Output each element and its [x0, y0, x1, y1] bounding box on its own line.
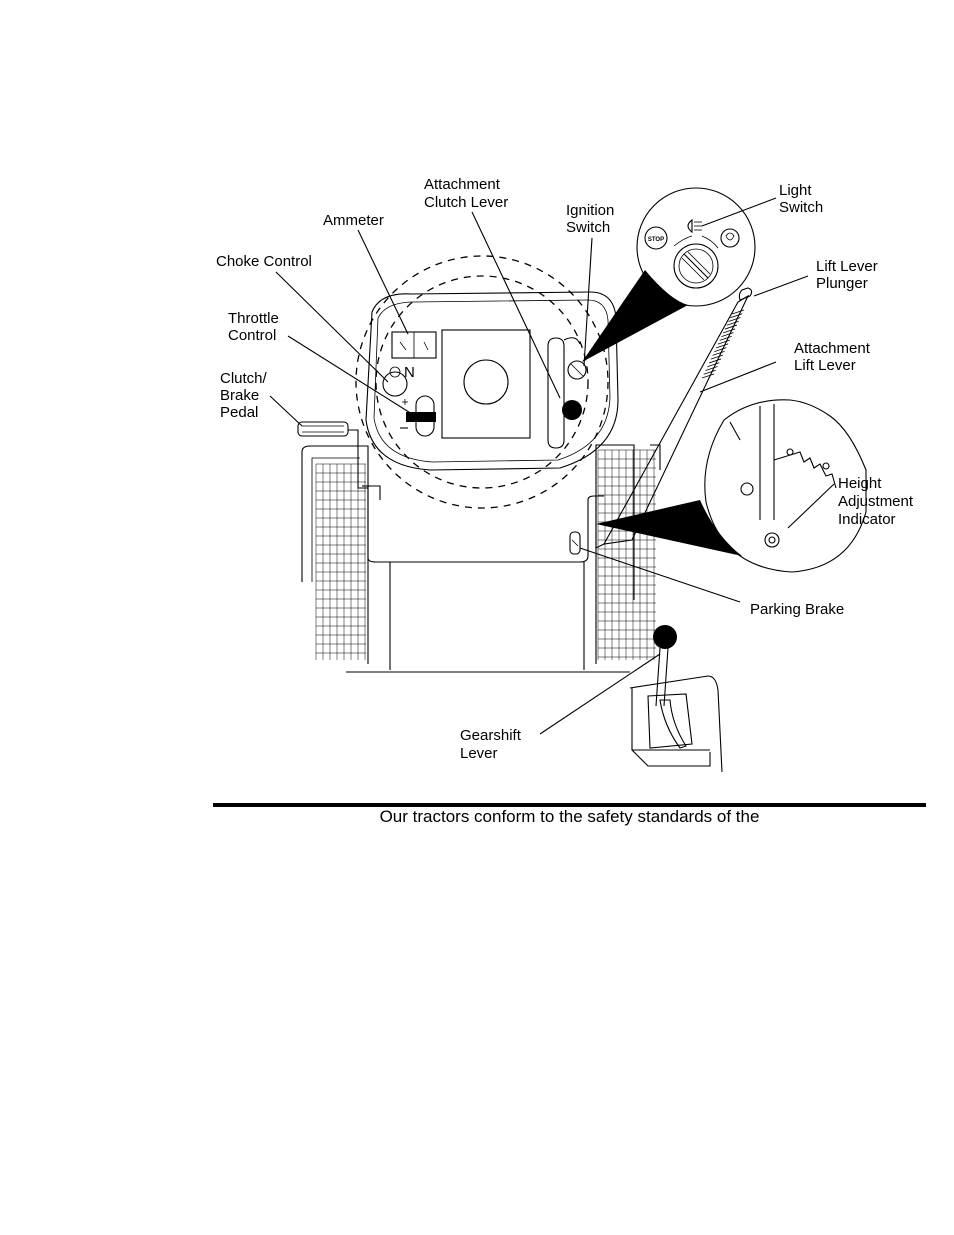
label-ignition-switch: Ignition Switch	[566, 202, 619, 236]
gearshift-assembly	[630, 625, 722, 772]
gearshift-knob	[653, 625, 677, 649]
label-parking-brake: Parking Brake	[750, 601, 844, 618]
stop-symbol: STOP	[648, 237, 664, 243]
height-callout-cone	[596, 500, 742, 556]
label-attachment-lift-lever: Attachment Lift Lever	[794, 340, 874, 374]
parking-brake-knob	[570, 532, 580, 554]
ammeter-gauge	[392, 332, 436, 358]
steering-hub	[464, 360, 508, 404]
throttle-lever	[400, 396, 436, 436]
steering-wheel-outline	[356, 256, 608, 508]
center-plate	[442, 330, 530, 438]
attachment-clutch-lever-slot	[548, 338, 582, 448]
dash-panel	[356, 256, 618, 508]
label-light-switch: Light Switch	[779, 182, 823, 216]
label-lift-lever-plunger: Lift Lever Plunger	[816, 258, 882, 292]
label-height-adjustment-indicator: Height Adjustment Indicator	[838, 475, 917, 528]
label-clutch-brake-pedal: Clutch/ Brake Pedal	[220, 370, 271, 421]
attachment-clutch-knob	[562, 400, 582, 420]
leader-lines	[270, 198, 808, 734]
choke-letter: N	[404, 364, 415, 381]
label-ammeter: Ammeter	[323, 212, 384, 229]
tractor-controls-diagram: N STOP	[0, 0, 954, 800]
label-attachment-clutch-lever: Attachment Clutch Lever	[424, 176, 508, 211]
label-choke-control: Choke Control	[216, 253, 312, 270]
caption-text: Our tractors conform to the safety stand…	[213, 806, 926, 828]
steering-wheel-inner-outline	[376, 276, 588, 488]
label-throttle-control: Throttle Control	[228, 310, 283, 344]
ignition-switch-small	[568, 361, 586, 379]
clutch-brake-pedal	[298, 422, 368, 488]
label-gearshift-lever: Gearshift Lever	[460, 727, 525, 762]
choke-knob: N	[383, 364, 415, 396]
ignition-callout-cone	[582, 270, 688, 362]
right-fender	[596, 445, 660, 664]
tractor-body	[346, 486, 630, 672]
